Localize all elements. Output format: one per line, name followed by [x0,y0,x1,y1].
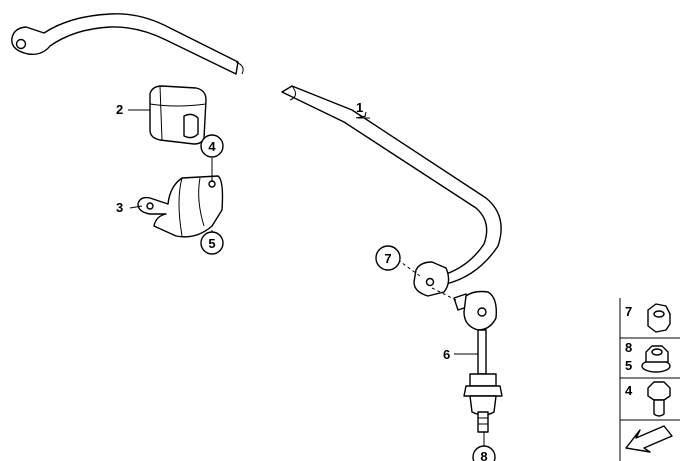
callout-4[interactable]: 4 [200,134,224,158]
callout-7-circle [375,245,401,271]
stabilizer-bar [281,85,502,297]
callout-3-label: 3 [116,200,123,215]
stabilizer-link [453,290,503,433]
callout-2-label: 2 [116,102,123,117]
hex-bolt-icon [647,381,671,417]
flange-nut-icon [641,345,671,373]
callout-8[interactable]: 8 [472,445,496,461]
callout-6[interactable]: 6 [443,347,450,362]
bracket [137,175,224,238]
callout-5-circle [200,231,224,255]
hex-nut-icon [647,303,671,333]
callout-7-label: 7 [384,251,391,266]
fastener-legend: 7 8 5 4 [619,298,680,461]
callout-4-circle [200,134,224,158]
callout-4-label: 4 [208,139,216,154]
callout-1-label: 1 [356,100,363,115]
legend-row-4-label: 4 [625,383,633,398]
callout-8-circle [472,445,496,461]
callout-1[interactable]: 1 [356,100,370,119]
leader-lines [128,109,485,446]
callout-5-label: 5 [208,236,215,251]
direction-arrow-icon [625,425,673,453]
callout-6-label: 6 [443,347,450,362]
legend-row-7: 7 [625,303,671,333]
legend-row-5-label: 5 [625,358,632,373]
legend-row-8-label: 8 [625,340,632,355]
callout-2[interactable]: 2 [116,102,123,117]
stabilizer-bar-upper-segment [11,13,244,75]
callout-7[interactable]: 7 [375,245,401,271]
callout-5[interactable]: 5 [200,231,224,255]
rubber-mounting [149,85,207,145]
legend-row-4: 4 [625,381,671,417]
callout-3[interactable]: 3 [116,200,123,215]
legend-row-7-label: 7 [625,304,632,319]
legend-row-8-5: 8 5 [625,340,671,373]
callout-8-label: 8 [480,449,487,461]
